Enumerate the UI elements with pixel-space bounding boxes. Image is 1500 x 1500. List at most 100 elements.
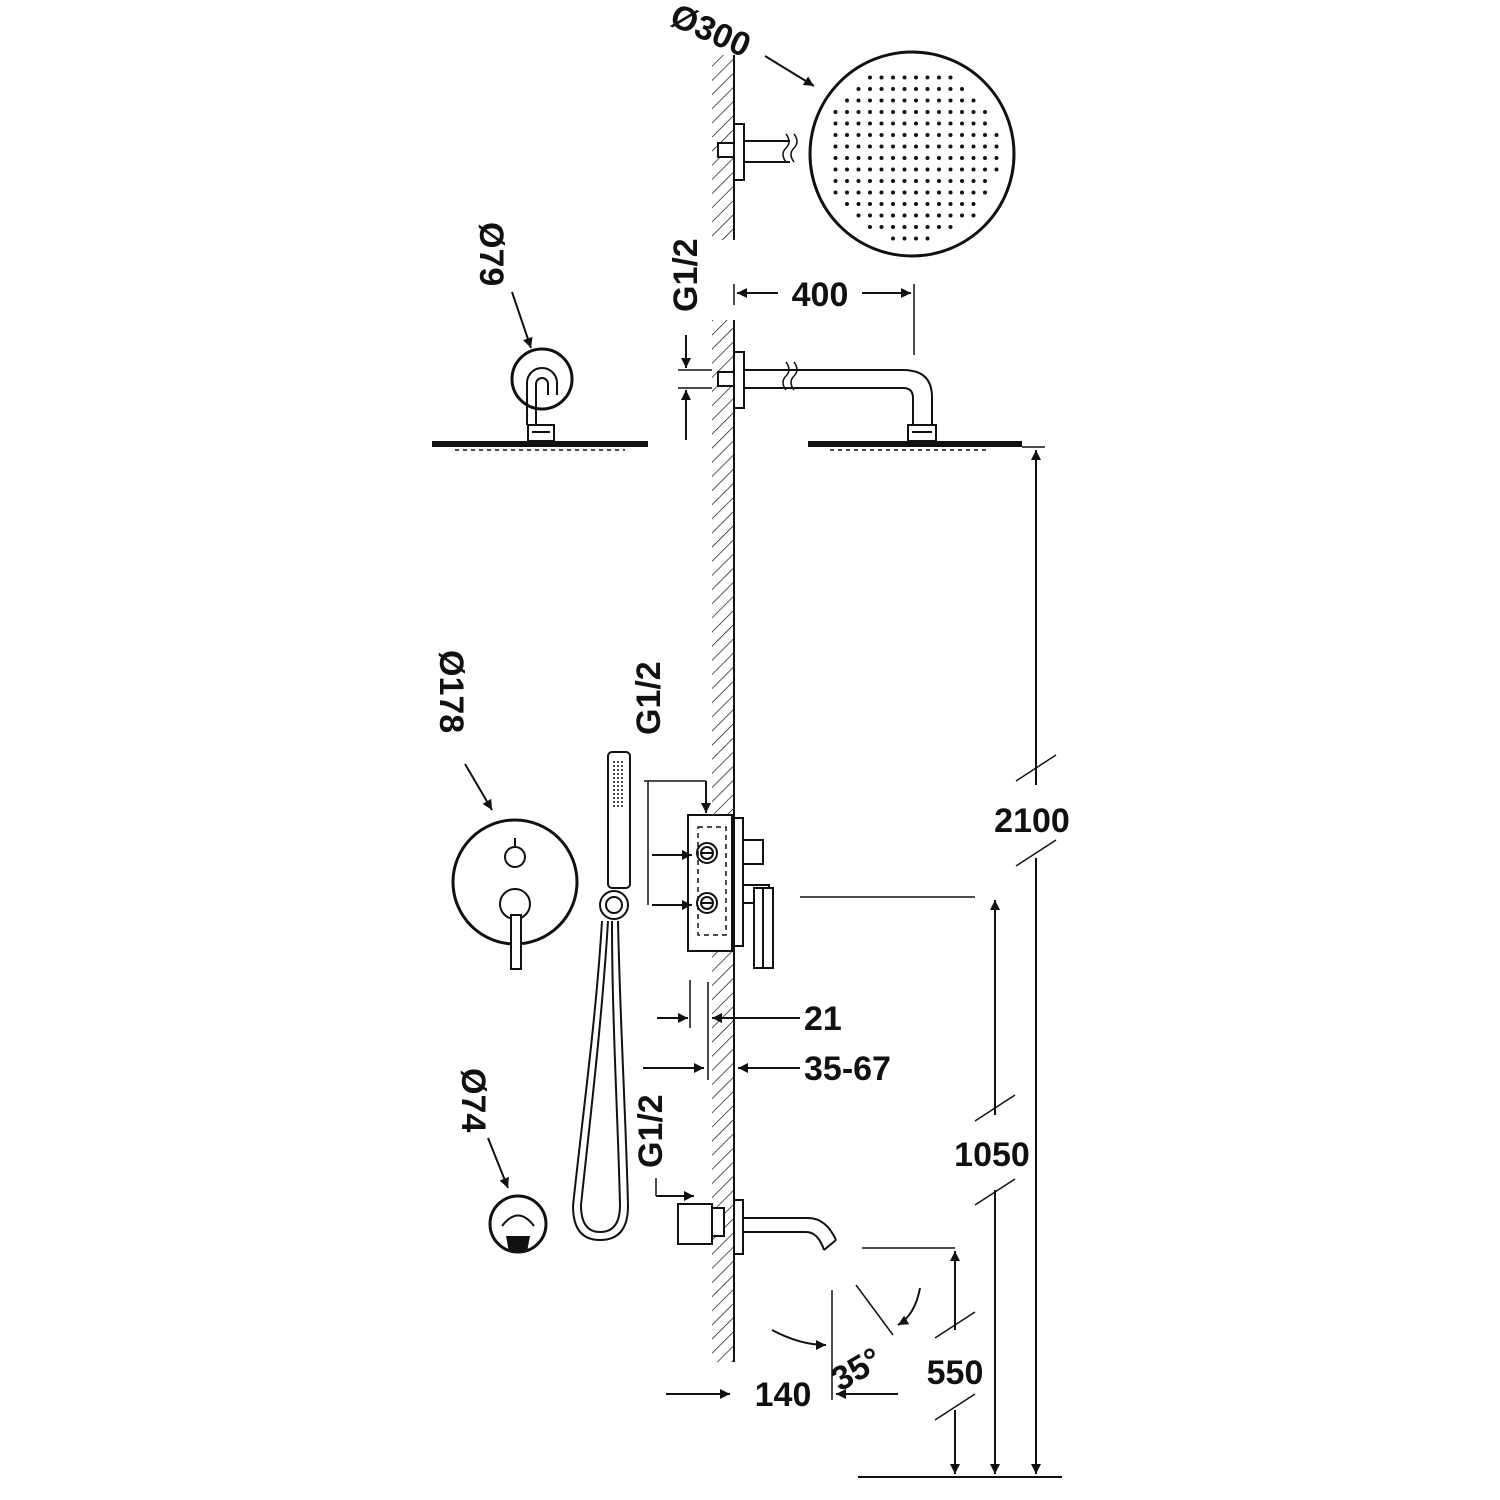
nozzle-dot xyxy=(868,190,872,195)
nozzle-dot xyxy=(937,87,941,91)
nozzle-dot xyxy=(948,75,953,80)
nozzle-dot xyxy=(902,121,907,126)
nozzle-dot xyxy=(902,156,907,160)
nozzle-dot xyxy=(868,202,872,206)
mixer-offset-label: 21 xyxy=(804,1000,842,1038)
nozzle-dot xyxy=(879,87,884,91)
nozzle-dot xyxy=(856,133,861,137)
nozzle-dot xyxy=(925,236,930,241)
nozzle-dot xyxy=(879,190,884,195)
nozzle-dot xyxy=(983,133,987,137)
nozzle-dot xyxy=(914,213,918,218)
nozzle-dot xyxy=(937,225,941,229)
nozzle-dot xyxy=(914,225,918,229)
hand-nozzle-dot xyxy=(621,761,623,763)
hand-nozzle-dot xyxy=(613,797,615,799)
nozzle-dot xyxy=(937,156,941,160)
nozzle-dot xyxy=(948,87,953,91)
nozzle-dot xyxy=(879,167,884,172)
nozzle-dot xyxy=(902,133,907,137)
nozzle-dot xyxy=(856,121,861,126)
nozzle-dot xyxy=(833,167,838,172)
nozzle-dot xyxy=(902,110,907,114)
nozzle-dot xyxy=(914,236,918,241)
nozzle-dot xyxy=(868,167,872,172)
nozzle-dot xyxy=(937,121,941,126)
nozzle-dot xyxy=(948,179,953,183)
nozzle-dot xyxy=(845,98,849,103)
spout-diameter-label: Ø74 xyxy=(454,1068,492,1132)
hand-nozzle-dot xyxy=(621,777,623,779)
nozzle-dot xyxy=(914,167,918,172)
spout-reach-label: 140 xyxy=(755,1376,812,1414)
nozzle-dot xyxy=(925,121,930,126)
nozzle-dot xyxy=(856,110,861,114)
nozzle-dot xyxy=(845,133,849,137)
hand-nozzle-dot xyxy=(621,793,623,795)
nozzle-dot xyxy=(960,87,964,91)
nozzle-dot xyxy=(891,75,895,80)
nozzle-dot xyxy=(891,236,895,241)
nozzle-dot xyxy=(971,133,976,137)
nozzle-dot xyxy=(902,236,907,241)
nozzle-dot xyxy=(994,133,999,137)
nozzle-dot xyxy=(845,156,849,160)
hand-nozzle-dot xyxy=(613,801,615,803)
hand-nozzle-dot xyxy=(613,789,615,791)
mixer-offset-dimension: 21 xyxy=(657,980,842,1080)
nozzle-dot xyxy=(994,167,999,172)
hand-nozzle-dot xyxy=(617,773,619,775)
nozzle-dot xyxy=(868,225,872,229)
head-height-label: 2100 xyxy=(994,802,1070,840)
hand-nozzle-dot xyxy=(621,781,623,783)
nozzle-dot xyxy=(902,213,907,218)
hand-nozzle-dot xyxy=(617,761,619,763)
nozzle-dot xyxy=(845,167,849,172)
nozzle-dot xyxy=(868,179,872,183)
nozzle-dot xyxy=(925,179,930,183)
nozzle-dot xyxy=(868,98,872,103)
mixer-thread-label: G1/2 xyxy=(630,661,668,735)
hand-nozzle-dot xyxy=(613,769,615,771)
nozzle-dot xyxy=(833,121,838,126)
nozzle-dot xyxy=(891,87,895,91)
hand-nozzle-dot xyxy=(617,765,619,767)
nozzle-dot xyxy=(868,110,872,114)
spout-side-view xyxy=(677,1199,837,1255)
nozzle-dot xyxy=(948,190,953,195)
nozzle-dot xyxy=(879,179,884,183)
nozzle-dot xyxy=(914,179,918,183)
mixer-front-view xyxy=(451,818,579,970)
hand-nozzle-dot xyxy=(613,777,615,779)
nozzle-dot xyxy=(868,144,872,149)
nozzle-dot xyxy=(948,133,953,137)
nozzle-dot xyxy=(960,121,964,126)
nozzle-dot xyxy=(868,213,872,218)
nozzle-dot xyxy=(891,98,895,103)
nozzle-dot xyxy=(833,133,838,137)
hand-nozzle-dot xyxy=(621,801,623,803)
nozzle-dot xyxy=(971,213,976,218)
nozzle-dot xyxy=(960,202,964,206)
nozzle-dot xyxy=(914,110,918,114)
nozzle-dot xyxy=(960,190,964,195)
nozzle-dot xyxy=(925,144,930,149)
arm-length-dimension: 400 xyxy=(733,276,915,355)
nozzle-dot xyxy=(902,75,907,80)
nozzle-dot xyxy=(891,144,895,149)
nozzle-dot xyxy=(948,167,953,172)
nozzle-dot xyxy=(983,190,987,195)
nozzle-dot xyxy=(891,202,895,206)
nozzle-dot xyxy=(879,144,884,149)
nozzle-dot xyxy=(891,225,895,229)
nozzle-dot xyxy=(868,156,872,160)
nozzle-dot xyxy=(948,121,953,126)
nozzle-dot xyxy=(833,190,838,195)
hand-nozzle-dot xyxy=(621,805,623,807)
nozzle-dot xyxy=(902,225,907,229)
nozzle-dot xyxy=(891,190,895,195)
nozzle-dot xyxy=(868,133,872,137)
nozzle-dot xyxy=(948,225,953,229)
nozzle-dot xyxy=(845,121,849,126)
